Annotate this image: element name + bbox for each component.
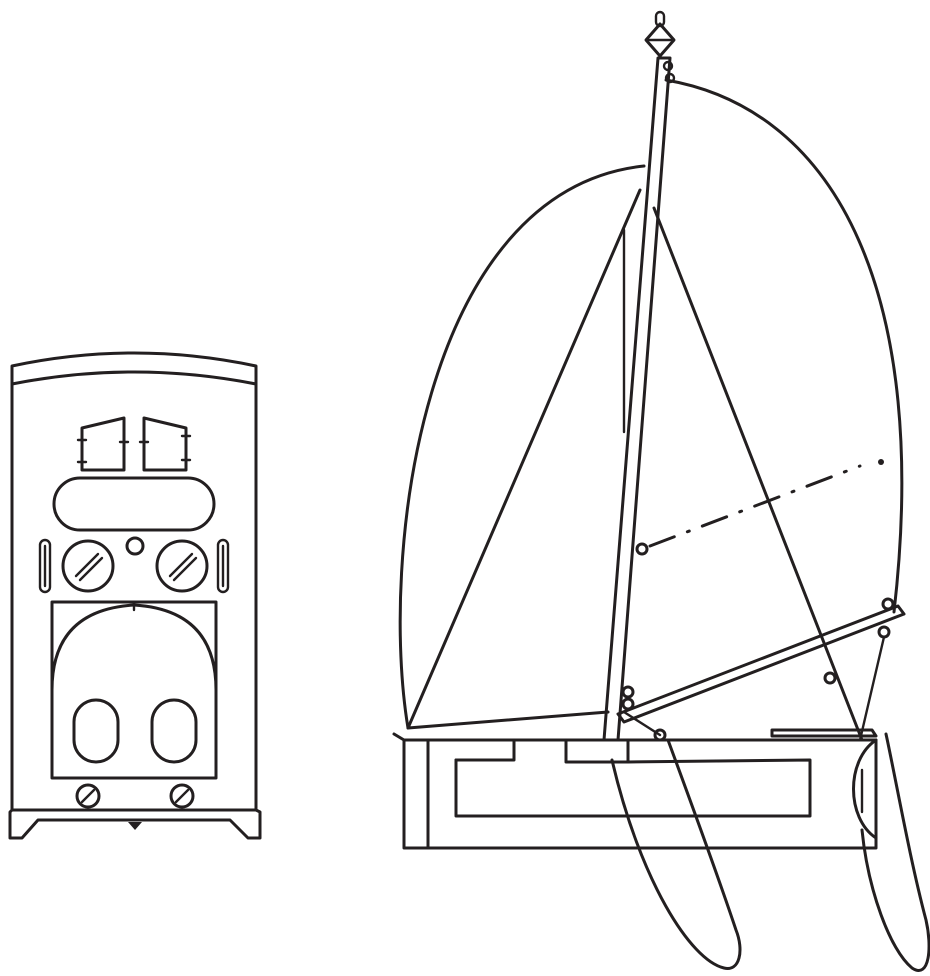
mast <box>602 56 672 742</box>
locomotive-base <box>8 808 262 840</box>
oval-window-left <box>72 698 120 764</box>
coupler-tip <box>128 822 142 830</box>
jib-sail <box>406 188 642 730</box>
forestay <box>652 206 864 742</box>
locomotive-body <box>10 351 258 812</box>
mast-head <box>644 10 676 84</box>
buffer-right <box>169 783 195 809</box>
grab-handle-left <box>38 538 52 594</box>
locomotive-front-icon <box>8 351 262 840</box>
oval-window-right <box>150 698 198 764</box>
daggerboard-front <box>610 738 742 970</box>
mainsail-roach <box>664 78 904 614</box>
headlight-right <box>155 539 209 593</box>
destination-board <box>52 476 216 532</box>
centre-lamp <box>125 536 145 556</box>
buffer-left <box>75 783 101 809</box>
hull <box>392 728 878 850</box>
sailboat-icon <box>392 10 930 972</box>
boom-end-block <box>881 597 895 611</box>
boom <box>616 604 906 724</box>
grab-handle-right <box>216 538 230 594</box>
batten-line <box>648 464 862 548</box>
spinnaker-sail <box>398 164 646 730</box>
cab-windows <box>76 416 192 472</box>
arched-door <box>50 603 218 692</box>
rudder-rear <box>860 732 930 972</box>
locomotive-roof-line <box>10 370 258 386</box>
headlight-left <box>61 539 115 593</box>
